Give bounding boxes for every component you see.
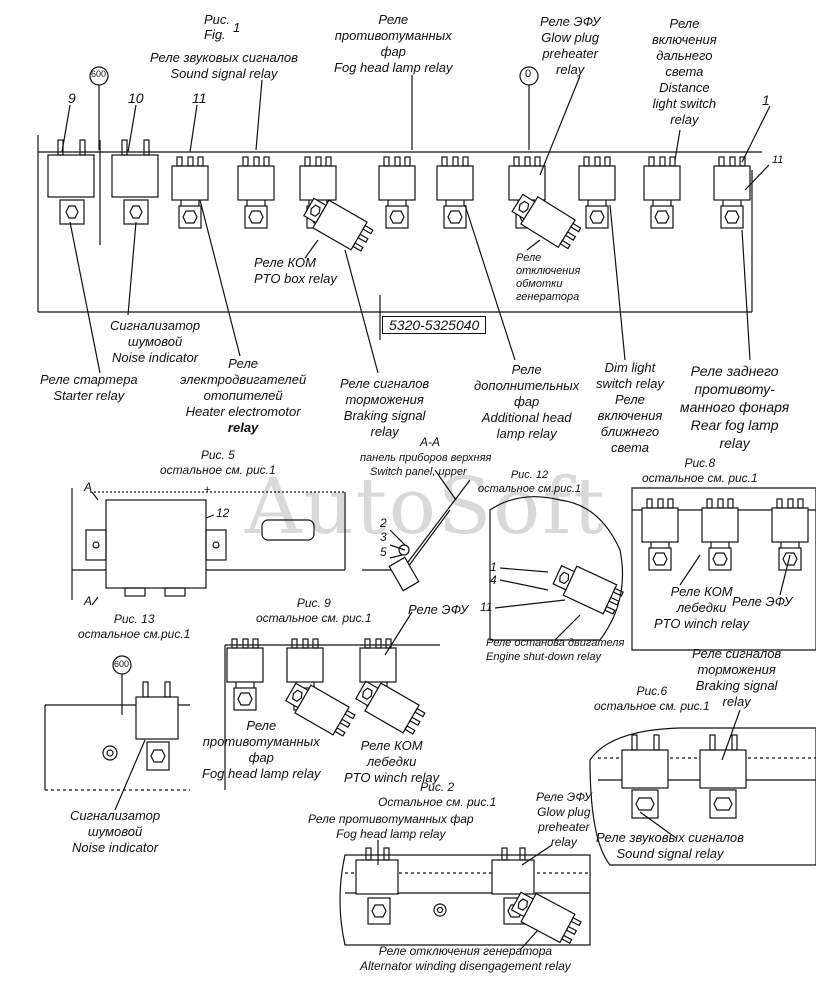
fig5-section-a-bottom: А (84, 594, 93, 608)
callout-10: 10 (128, 90, 144, 106)
fig5-plus: + (204, 484, 211, 496)
fig12-callout-4: 4 (490, 573, 497, 587)
fig1-fig-num: 1 (233, 20, 241, 35)
callout-11b: 11 (772, 154, 784, 166)
callout-9: 9 (68, 90, 76, 106)
callout-11: 11 (192, 90, 207, 106)
fig13-circle-600: 600 (114, 659, 130, 669)
section-aa-title: А-А (420, 435, 441, 449)
fig5-callout-12: 12 (216, 506, 230, 520)
section-aa-callout-2: 2 (380, 516, 387, 530)
circle-label-0: 0 (525, 68, 532, 80)
fig1-fig-ru: Рис. (204, 12, 231, 27)
fig5-section-a-top: А (84, 480, 93, 494)
fig1-fig-en: Fig. (204, 27, 226, 42)
section-aa-callout-5: 5 (380, 545, 387, 559)
fig12-callout-1: 1 (490, 560, 497, 574)
watermark: AutoSoft (245, 462, 607, 552)
section-aa-callout-3: 3 (380, 530, 387, 544)
section-aa-sub-ru: панель приборов верхняя (360, 452, 492, 464)
fig12-callout-11: 11 (480, 600, 493, 614)
section-aa-sub-en: Switch panel, upper (370, 466, 467, 478)
circle-label-600: 600 (91, 69, 107, 79)
fig9-efu: Реле ЭФУ (408, 602, 469, 617)
fig8-efu: Реле ЭФУ (732, 594, 793, 609)
panel-code: 5320-5325040 (382, 316, 487, 334)
callout-1: 1 (762, 92, 770, 108)
